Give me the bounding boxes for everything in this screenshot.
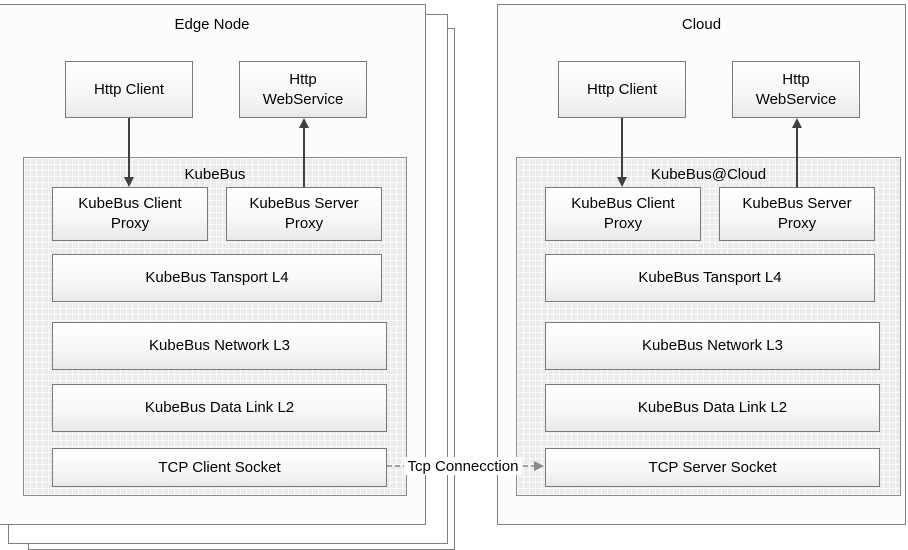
cloud-http-client-box: Http Client	[558, 61, 686, 118]
cloud-tcp-socket-label: TCP Server Socket	[648, 458, 777, 476]
cloud-server-proxy-label: KubeBus Server Proxy	[742, 195, 852, 232]
cloud-server-proxy-box: KubeBus Server Proxy	[719, 187, 875, 241]
cloud-client-proxy-box: KubeBus Client Proxy	[545, 187, 701, 241]
edge-network-layer-box: KubeBus Network L3	[52, 322, 387, 370]
edge-http-client-box: Http Client	[65, 61, 193, 118]
edge-http-webservice-box: Http WebService	[239, 61, 367, 118]
cloud-transport-layer-label: KubeBus Tansport L4	[638, 269, 782, 286]
cloud-title: Cloud	[681, 16, 722, 33]
cloud-tcp-socket-box: TCP Server Socket	[545, 448, 880, 487]
tcp-connection-label: Tcp Connecction	[408, 458, 519, 475]
cloud-network-layer-label: KubeBus Network L3	[642, 337, 783, 354]
edge-kubebus-title: KubeBus	[184, 166, 246, 183]
edge-transport-layer-label: KubeBus Tansport L4	[145, 269, 289, 286]
edge-server-proxy-box: KubeBus Server Proxy	[226, 187, 382, 241]
edge-server-proxy-label: KubeBus Server Proxy	[249, 195, 359, 232]
edge-tcp-socket-label: TCP Client Socket	[158, 458, 281, 476]
cloud-network-layer-box: KubeBus Network L3	[545, 322, 880, 370]
edge-tcp-socket-box: TCP Client Socket	[52, 448, 387, 487]
edge-client-proxy-box: KubeBus Client Proxy	[52, 187, 208, 241]
edge-client-proxy-label: KubeBus Client Proxy	[78, 195, 182, 232]
cloud-http-client-label: Http Client	[586, 80, 658, 98]
cloud-client-proxy-label: KubeBus Client Proxy	[571, 195, 675, 232]
cloud-http-webservice-label: Http WebService	[755, 70, 837, 108]
edge-http-client-label: Http Client	[93, 80, 165, 98]
edge-datalink-layer-box: KubeBus Data Link L2	[52, 384, 387, 432]
edge-network-layer-label: KubeBus Network L3	[149, 337, 290, 354]
cloud-datalink-layer-label: KubeBus Data Link L2	[637, 399, 788, 416]
edge-http-webservice-label: Http WebService	[262, 70, 344, 108]
edge-datalink-layer-label: KubeBus Data Link L2	[144, 399, 295, 416]
tcp-connection-label-bg	[404, 457, 522, 475]
cloud-kubebus-title: KubeBus@Cloud	[650, 166, 767, 183]
cloud-transport-layer-box: KubeBus Tansport L4	[545, 254, 875, 302]
cloud-http-webservice-box: Http WebService	[732, 61, 860, 118]
edge-node-title: Edge Node	[174, 16, 250, 33]
cloud-datalink-layer-box: KubeBus Data Link L2	[545, 384, 880, 432]
edge-transport-layer-box: KubeBus Tansport L4	[52, 254, 382, 302]
